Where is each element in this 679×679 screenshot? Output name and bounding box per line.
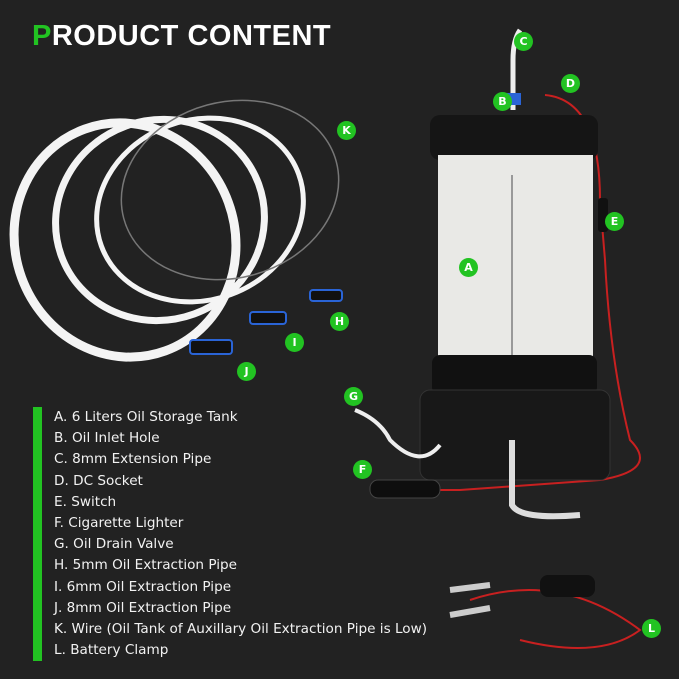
marker-b: B xyxy=(493,92,512,111)
marker-h: H xyxy=(330,312,349,331)
legend-item: K. Wire (Oil Tank of Auxillary Oil Extra… xyxy=(54,621,428,638)
legend-item: J. 8mm Oil Extraction Pipe xyxy=(54,599,232,616)
cigarette-lighter xyxy=(369,479,441,499)
marker-j: J xyxy=(237,362,256,381)
legend-item: G. Oil Drain Valve xyxy=(54,536,174,553)
legend-item: A. 6 Liters Oil Storage Tank xyxy=(54,409,238,425)
battery-clamp xyxy=(449,575,642,649)
drain-pipe xyxy=(354,408,442,459)
marker-e: E xyxy=(605,212,624,231)
marker-i: I xyxy=(285,333,304,352)
legend-item: B. Oil Inlet Hole xyxy=(54,430,160,447)
marker-d: D xyxy=(561,74,580,93)
marker-k: K xyxy=(337,121,356,140)
oil-tank xyxy=(419,93,611,481)
page-title: PRODUCT CONTENT xyxy=(32,20,332,52)
legend-item: D. DC Socket xyxy=(54,472,143,489)
legend-item: L. Battery Clamp xyxy=(54,642,169,659)
legend-item: C. 8mm Extension Pipe xyxy=(54,451,212,468)
marker-c: C xyxy=(514,32,533,51)
marker-a: A xyxy=(459,258,478,277)
marker-f: F xyxy=(353,460,372,479)
legend-item: I. 6mm Oil Extraction Pipe xyxy=(54,578,232,595)
marker-g: G xyxy=(344,387,363,406)
connectors xyxy=(189,289,343,355)
legend-item: H. 5mm Oil Extraction Pipe xyxy=(54,557,238,574)
wire-k xyxy=(120,99,340,281)
marker-l: L xyxy=(642,619,661,638)
extraction-hoses xyxy=(9,115,306,362)
legend-item: F. Cigarette Lighter xyxy=(54,515,184,532)
content-legend: A. 6 Liters Oil Storage Tank B. Oil Inle… xyxy=(33,407,428,662)
legend-item: E. Switch xyxy=(54,493,117,510)
drain-valve-pipe xyxy=(509,440,581,520)
